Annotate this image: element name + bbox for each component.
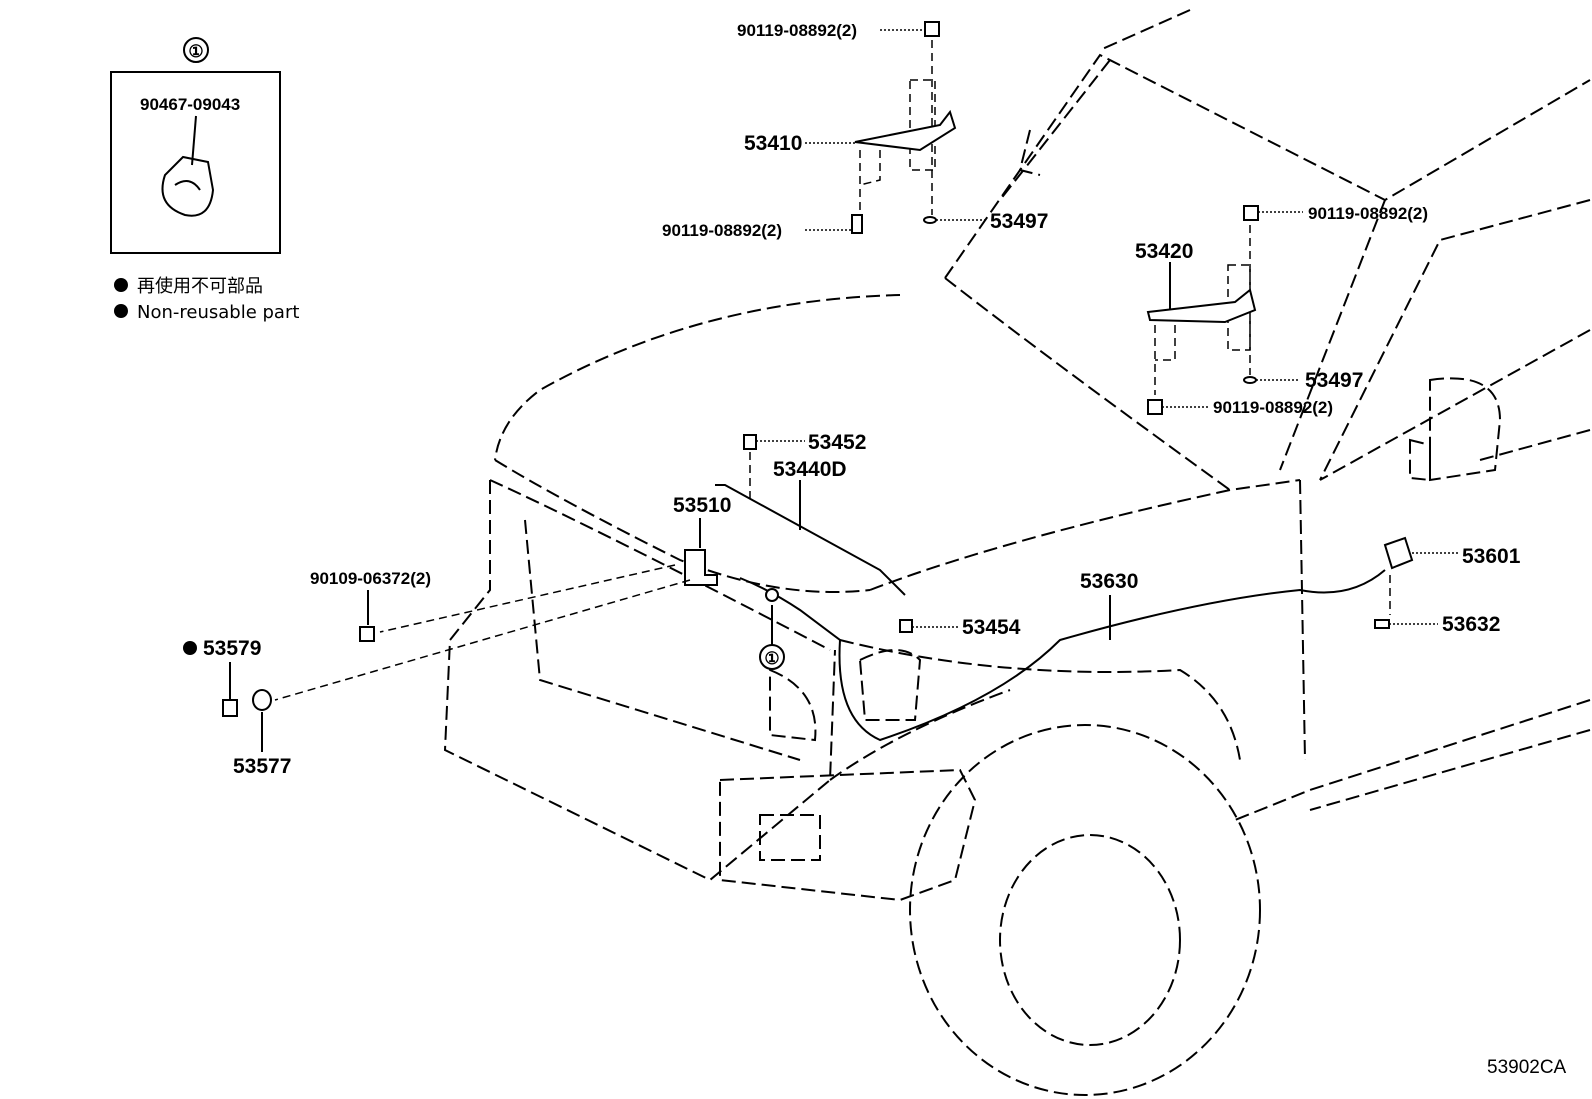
legend-jp: 再使用不可部品 [137, 276, 263, 297]
bolt-icon [851, 214, 863, 234]
label-53601[interactable]: 53601 [1462, 545, 1521, 568]
callout-frame [110, 71, 281, 254]
washer-icon [923, 216, 937, 224]
lever-clip-icon [1374, 619, 1390, 629]
bolt-icon [924, 21, 940, 37]
hinge-left-icon [854, 109, 957, 152]
hinge-right-icon [1146, 288, 1257, 324]
label-53630[interactable]: 53630 [1080, 570, 1138, 593]
bolt-icon [1243, 205, 1259, 221]
diagram-code: 53902CA [1487, 1057, 1567, 1078]
label-53577[interactable]: 53577 [233, 755, 291, 778]
label-53454[interactable]: 53454 [962, 616, 1021, 639]
clip-icon [161, 155, 215, 217]
callout-circle [183, 37, 209, 63]
clip-part-number: 90467-09043 [140, 95, 240, 114]
bolt-icon [1147, 399, 1163, 415]
label-bolt-top[interactable]: 90119-08892(2) [737, 21, 857, 40]
callout-box: ① 90467-09043 [110, 37, 281, 254]
part-labels: 90119-08892(2) 53410 90119-08892(2) 5349… [203, 21, 1567, 1078]
label-53632[interactable]: 53632 [1442, 613, 1500, 636]
label-53440D[interactable]: 53440D [773, 458, 847, 481]
callout-marker: ① [188, 42, 203, 61]
washer-icon [1243, 376, 1257, 384]
label-bolt-right-lower[interactable]: 90119-08892(2) [1213, 398, 1333, 417]
cushion-icon [222, 699, 238, 717]
label-90109[interactable]: 90109-06372(2) [310, 569, 431, 588]
label-53579[interactable]: 53579 [203, 637, 261, 660]
clip-icon [743, 434, 757, 450]
release-lever-icon [1383, 536, 1414, 570]
label-53410[interactable]: 53410 [744, 132, 802, 155]
grommet-icon [899, 619, 913, 633]
hood-lock-icon [684, 549, 718, 586]
legend-en: Non-reusable part [137, 302, 299, 323]
label-53420[interactable]: 53420 [1135, 240, 1193, 263]
vehicle-outline [443, 9, 1591, 1096]
parts-layer [183, 21, 1458, 752]
non-reusable-dot [183, 641, 197, 655]
cushion-icon [252, 689, 272, 711]
legend: 再使用不可部品 Non-reusable part [114, 276, 299, 323]
label-53497-right[interactable]: 53497 [1305, 369, 1363, 392]
label-bolt-right-upper[interactable]: 90119-08892(2) [1308, 204, 1428, 223]
bolt-icon [359, 626, 375, 642]
label-53510[interactable]: 53510 [673, 494, 731, 517]
callout-ref[interactable]: ① [764, 649, 779, 668]
label-bolt-left-lower[interactable]: 90119-08892(2) [662, 221, 782, 240]
label-53497-left[interactable]: 53497 [990, 210, 1048, 233]
label-53452[interactable]: 53452 [808, 431, 866, 454]
